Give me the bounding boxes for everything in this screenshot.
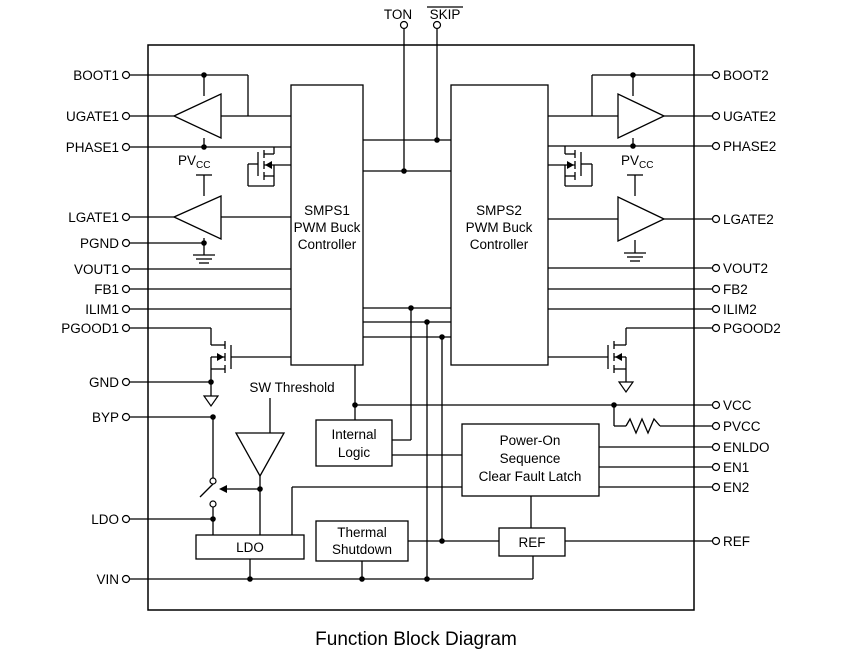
pin-fb2 xyxy=(711,284,721,294)
pin-phase1 xyxy=(121,142,131,152)
pin-en2 xyxy=(711,482,721,492)
pin-pgnd xyxy=(121,238,131,248)
smps1-block xyxy=(290,84,364,366)
thermal-shutdown-block xyxy=(315,520,409,562)
pin-ldo xyxy=(121,514,131,524)
pin-boot2-label: BOOT2 xyxy=(723,68,769,83)
pin-vin-label: VIN xyxy=(96,572,119,587)
pin-enldo-label: ENLDO xyxy=(723,440,770,455)
sw-threshold-label: SW Threshold xyxy=(249,380,334,395)
ugate1-driver xyxy=(172,92,222,140)
pin-boot2 xyxy=(711,70,721,80)
smps2-line2: PWM Buck xyxy=(466,220,533,235)
pin-gnd-label: GND xyxy=(89,375,119,390)
pin-ilim2-label: ILIM2 xyxy=(723,302,757,317)
pin-phase2 xyxy=(711,141,721,151)
pin-pvcc-label: PVCC xyxy=(723,419,761,434)
pin-phase2-label: PHASE2 xyxy=(723,139,776,154)
pin-ref xyxy=(711,536,721,546)
pin-vout1-label: VOUT1 xyxy=(74,262,119,277)
pin-ilim2 xyxy=(711,304,721,314)
pin-vout1 xyxy=(121,264,131,274)
pin-ilim1-label: ILIM1 xyxy=(85,302,119,317)
pin-pgnd-label: PGND xyxy=(80,236,119,251)
smps2-block xyxy=(450,84,549,366)
pin-ugate2 xyxy=(711,111,721,121)
smps1-line3: Controller xyxy=(298,237,357,252)
power-on-line1: Power-On xyxy=(500,433,561,448)
lgate1-driver xyxy=(172,194,222,241)
smps1-line1: SMPS1 xyxy=(304,203,350,218)
pin-vin xyxy=(121,574,131,584)
pin-pgood1 xyxy=(121,323,131,333)
power-on-line2: Sequence xyxy=(500,451,561,466)
pin-byp xyxy=(121,412,131,422)
power-on-sequence-block xyxy=(461,423,600,497)
pin-ton-label: TON xyxy=(384,7,412,22)
smps2-line1: SMPS2 xyxy=(476,203,522,218)
pin-vout2-label: VOUT2 xyxy=(723,261,768,276)
ref-block-label: REF xyxy=(519,535,546,550)
smps1-line2: PWM Buck xyxy=(294,220,361,235)
thermal-line2: Shutdown xyxy=(332,542,392,557)
pin-vout2 xyxy=(711,263,721,273)
pin-lgate2-label: LGATE2 xyxy=(723,212,774,227)
pin-pgood2-label: PGOOD2 xyxy=(723,321,781,336)
pin-fb1-label: FB1 xyxy=(94,282,119,297)
pin-ref-label: REF xyxy=(723,534,750,549)
ugate2-driver xyxy=(617,92,666,140)
internal-logic-block xyxy=(315,419,393,467)
pvcc-label-left: PVCC xyxy=(178,153,210,171)
pin-ilim1 xyxy=(121,304,131,314)
sw-threshold-comparator xyxy=(234,432,286,478)
ref-block xyxy=(498,527,566,557)
pin-pgood1-label: PGOOD1 xyxy=(61,321,119,336)
pvcc-label-right: PVCC xyxy=(621,153,653,171)
pin-ldo-label: LDO xyxy=(91,512,119,527)
smps2-line3: Controller xyxy=(470,237,529,252)
power-on-line3: Clear Fault Latch xyxy=(479,469,582,484)
pin-lgate1 xyxy=(121,212,131,222)
pin-enldo xyxy=(711,442,721,452)
diagram-caption: Function Block Diagram xyxy=(315,629,517,650)
pin-fb1 xyxy=(121,284,131,294)
chip-outline xyxy=(147,44,695,611)
thermal-line1: Thermal xyxy=(337,525,387,540)
pin-en1-label: EN1 xyxy=(723,460,749,475)
pin-boot1-label: BOOT1 xyxy=(73,68,119,83)
pin-skip xyxy=(432,20,442,30)
pin-en2-label: EN2 xyxy=(723,480,749,495)
pin-boot1 xyxy=(121,70,131,80)
pin-skip-label: SKIP xyxy=(430,7,461,22)
pin-ton xyxy=(399,20,409,30)
pin-pvcc xyxy=(711,421,721,431)
pin-byp-label: BYP xyxy=(92,410,119,425)
pin-pgood2 xyxy=(711,323,721,333)
pin-gnd xyxy=(121,377,131,387)
pin-lgate1-label: LGATE1 xyxy=(68,210,119,225)
internal-logic-line1: Internal xyxy=(331,427,376,442)
ldo-block xyxy=(195,534,305,560)
pin-ugate2-label: UGATE2 xyxy=(723,109,776,124)
pin-phase1-label: PHASE1 xyxy=(66,140,119,155)
ldo-block-label: LDO xyxy=(236,540,264,555)
pin-fb2-label: FB2 xyxy=(723,282,748,297)
lgate2-driver xyxy=(617,195,666,243)
internal-logic-line2: Logic xyxy=(338,445,371,460)
pin-vcc xyxy=(711,400,721,410)
pin-lgate2 xyxy=(711,214,721,224)
pin-ugate1-label: UGATE1 xyxy=(66,109,119,124)
pin-vcc-label: VCC xyxy=(723,398,752,413)
pin-ugate1 xyxy=(121,111,131,121)
pin-en1 xyxy=(711,462,721,472)
